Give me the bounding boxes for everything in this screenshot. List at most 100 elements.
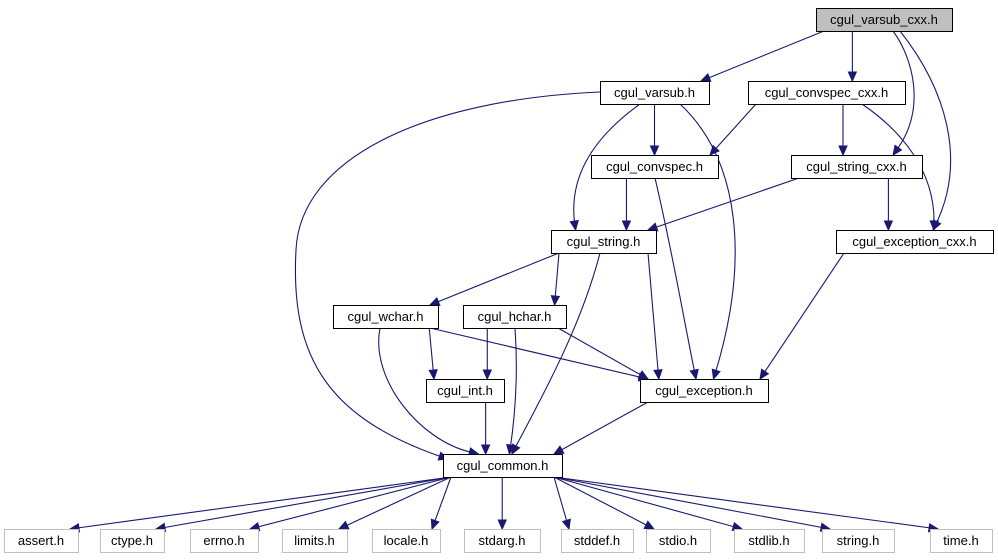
edge-common-to-limits [337,476,452,530]
node-varsub[interactable]: cgul_varsub.h [600,81,710,105]
edge-line [553,401,649,455]
edge-line [700,30,825,82]
node-int[interactable]: cgul_int.h [426,379,505,403]
node-box [4,529,79,553]
edge-common-to-stdarg [497,477,507,531]
node-label: ctype.h [111,533,153,548]
edges-layer [68,30,952,533]
edge-line [553,476,831,530]
arrowhead [643,520,656,530]
arrowhead [561,518,571,531]
edge-line [557,327,649,380]
node-box [816,8,953,32]
arrowhead [883,220,894,232]
arrowhead [892,144,903,157]
node-box [591,155,719,179]
edge-wchar-to-int [428,327,438,381]
node-label: cgul_wchar.h [348,309,424,324]
edge-common-to-locale [430,476,452,531]
arrowhead [552,445,565,455]
node-exception[interactable]: cgul_exception.h [640,379,769,403]
node-string-cxx[interactable]: cgul_string_cxx.h [791,155,923,179]
node-box [836,230,994,254]
edge-string-to-hchar [550,252,561,307]
node-box [791,155,923,179]
node-box [100,529,165,553]
edge-varsub-to-common [294,91,601,461]
arrowhead [497,519,507,531]
node-common[interactable]: cgul_common.h [443,454,563,478]
node-wchar[interactable]: cgul_wchar.h [333,305,439,329]
node-ctype: ctype.h [100,529,165,553]
node-label: cgul_varsub.h [614,85,695,100]
node-label: cgul_convspec.h [606,159,703,174]
node-label: errno.h [203,533,244,548]
arrowhead [506,443,516,456]
edge-line [861,103,935,227]
node-hchar[interactable]: cgul_hchar.h [463,305,567,329]
node-string[interactable]: cgul_string.h [551,230,657,254]
edge-string_cxx-to-string [646,177,800,232]
node-convspec[interactable]: cgul_convspec.h [591,155,719,179]
node-box [822,529,895,553]
arrowhead [838,145,848,157]
arrowhead [653,369,663,381]
edge-line [647,177,800,231]
node-box [282,529,348,553]
edge-line [155,476,452,530]
edge-line [709,103,757,156]
node-box [426,379,505,403]
node-box [561,529,634,553]
edge-hchar-to-exception [557,327,650,380]
edge-string_cxx-to-exception_cxx [883,178,894,232]
node-box [640,379,769,403]
node-label: stdio.h [659,533,697,548]
node-label: cgul_int.h [437,383,493,398]
arrowhead [689,368,699,381]
arrowhead [550,295,561,307]
node-box [551,230,657,254]
arrowhead [428,297,441,306]
edge-hchar-to-int [482,328,493,381]
edge-line [513,252,601,451]
edge-line [899,30,952,227]
node-label: assert.h [18,533,64,548]
edge-common-to-string_h [553,476,832,532]
node-convspec-cxx[interactable]: cgul_convspec_cxx.h [748,81,906,105]
node-label: cgul_hchar.h [478,309,552,324]
edge-exception-to-common [552,401,649,455]
node-box [463,305,567,329]
node-label: cgul_string.h [567,234,641,249]
edge-convspec_cxx-to-exception_cxx [861,103,939,232]
arrowhead [430,518,440,531]
edge-common-to-stdio [553,476,656,530]
edge-convspec-to-exception [654,177,699,381]
edge-int-to-common [480,402,491,456]
edge-line [509,327,517,451]
node-box [443,454,563,478]
edge-line [679,103,736,375]
edge-line [759,252,845,380]
edge-convspec_cxx-to-string_cxx [838,104,848,157]
node-label: cgul_exception_cxx.h [852,234,976,249]
arrowhead [480,444,491,456]
edge-common-to-time [553,476,940,533]
arrowhead [621,220,632,232]
edge-line [892,30,915,149]
node-exception-cxx[interactable]: cgul_exception_cxx.h [836,230,994,254]
node-label: limits.h [294,533,334,548]
edge-line [429,252,560,306]
node-stdlib: stdlib.h [734,529,805,553]
node-label: cgul_convspec_cxx.h [765,85,889,100]
arrowhead [428,369,438,381]
node-box [930,529,993,553]
arrowhead [569,219,579,232]
node-label: stddef.h [574,533,620,548]
node-errno: errno.h [190,529,259,553]
edge-varsub_cxx-to-convspec_cxx [847,31,858,83]
edge-line [294,91,601,460]
edge-common-to-errno [248,476,452,532]
edge-line [647,252,660,380]
node-box [372,529,441,553]
